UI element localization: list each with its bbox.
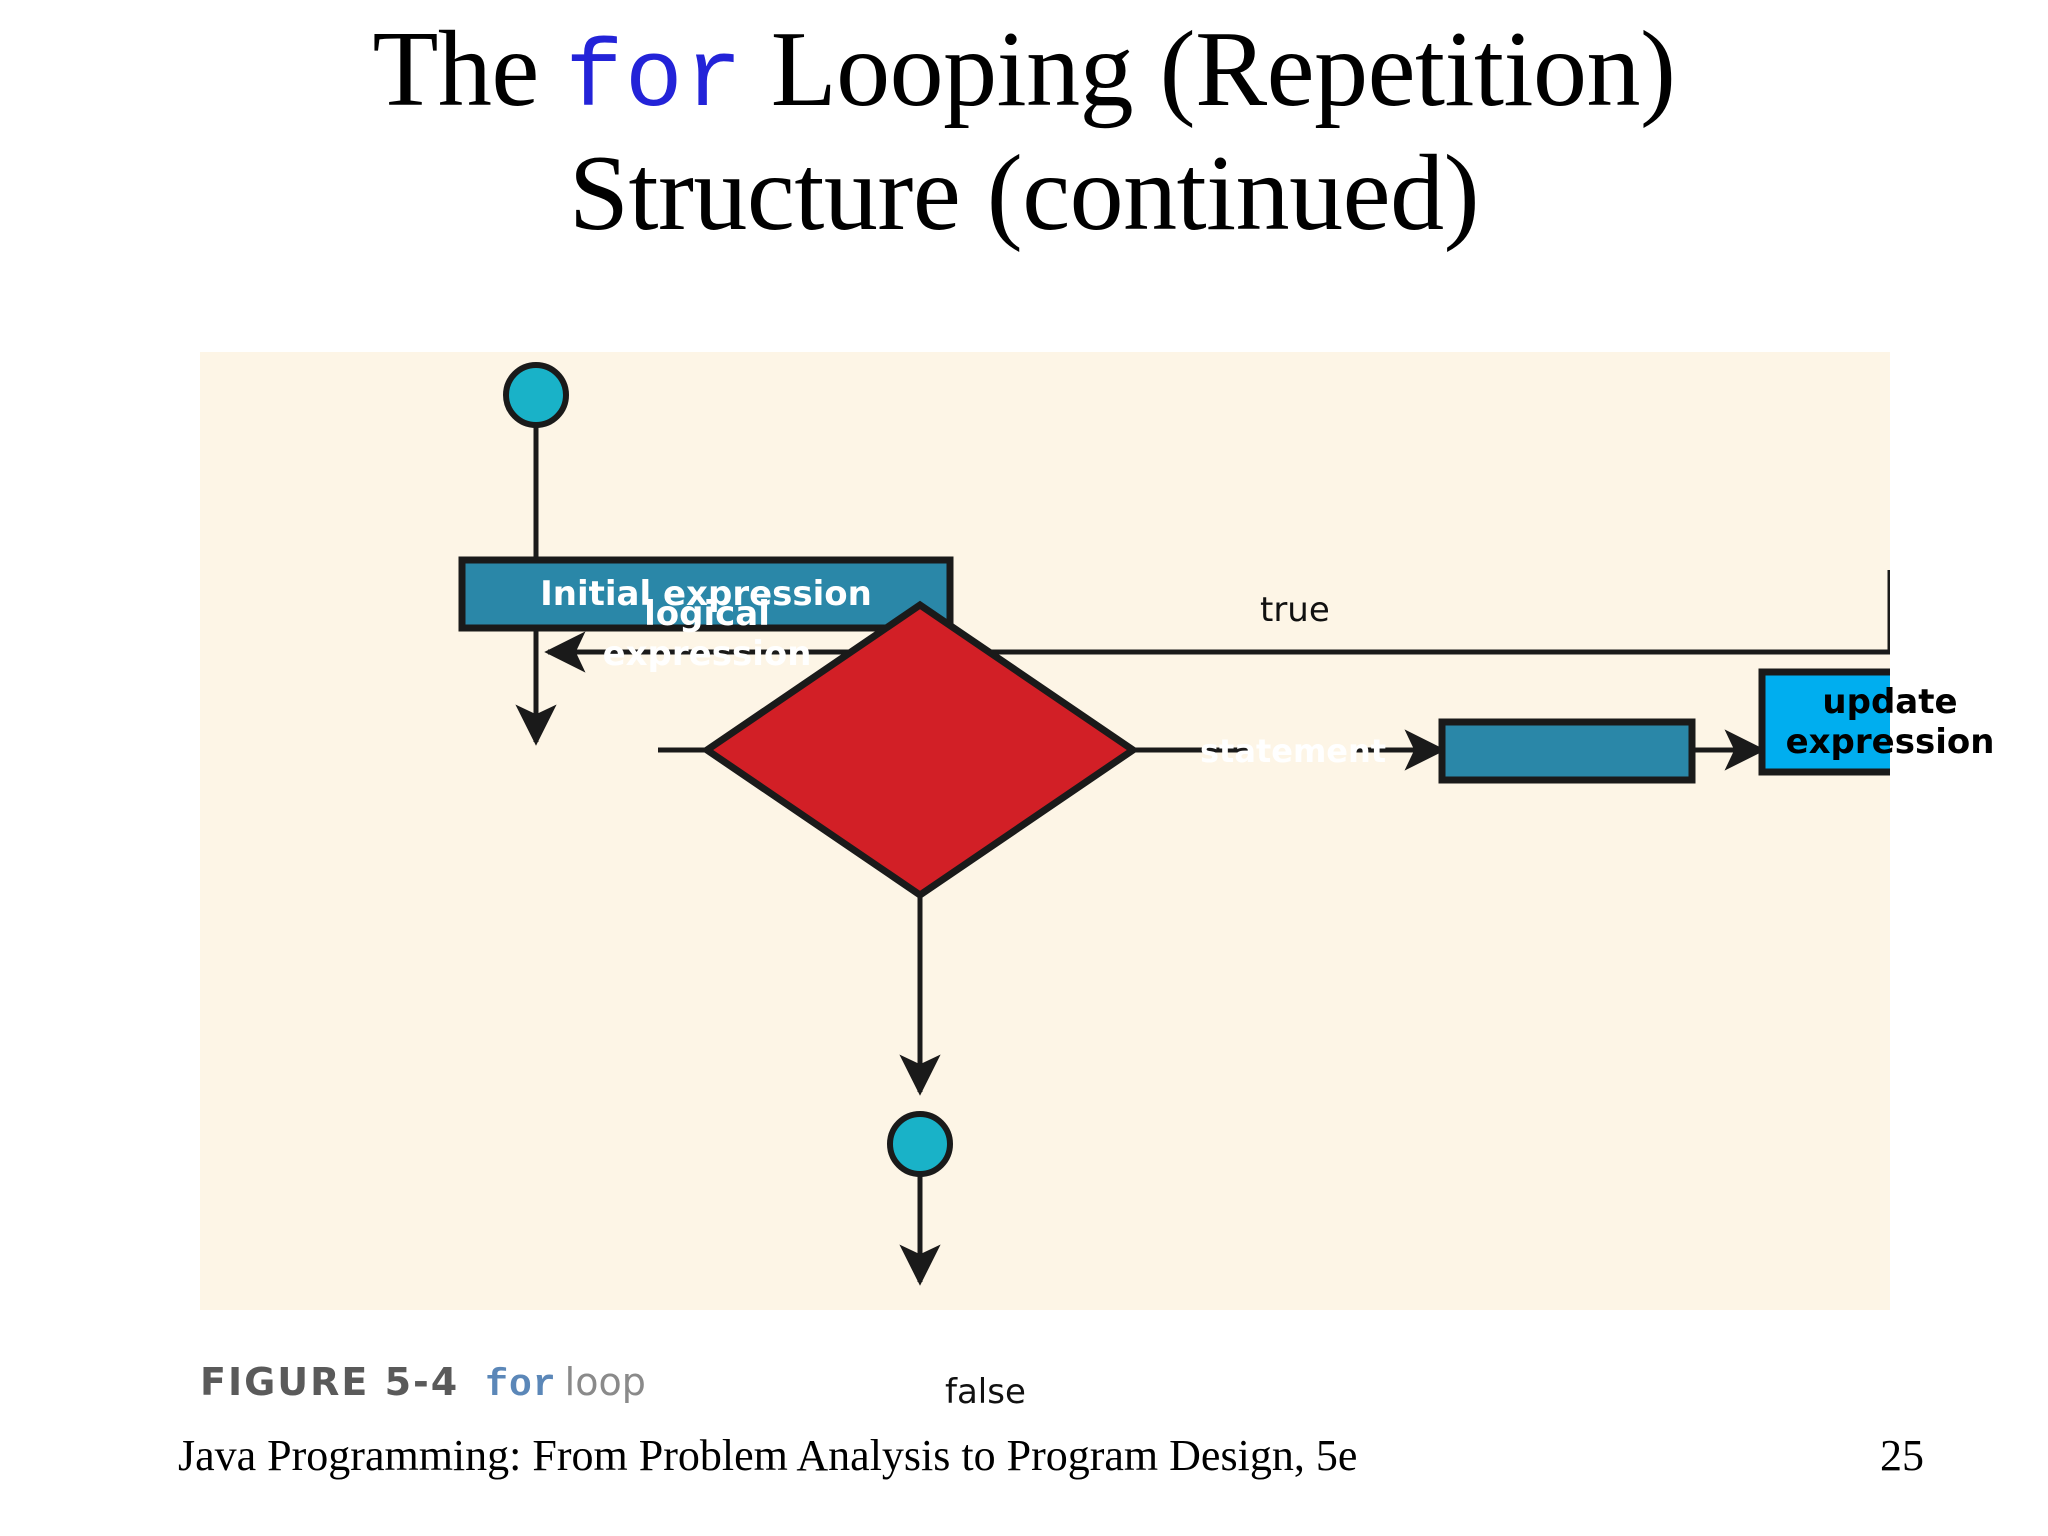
- edge-label-false: false: [945, 1372, 1026, 1412]
- edge-label-true: true: [1260, 590, 1330, 630]
- figure-panel: Initial expression logical expression st…: [200, 352, 1994, 1412]
- end-node-circle: [887, 1111, 953, 1177]
- title-text-after-keyword: Looping (Repetition): [744, 10, 1676, 129]
- figure-caption-text: loop: [564, 1360, 646, 1404]
- figure-caption-keyword: for: [485, 1364, 557, 1407]
- title-text-before-keyword: The: [372, 10, 566, 129]
- title-second-line: Structure (continued): [568, 133, 1480, 253]
- footer-book-title: Java Programming: From Problem Analysis …: [178, 1431, 1358, 1480]
- logical-expression-diamond: [700, 600, 1140, 900]
- start-node-circle: [503, 362, 569, 428]
- figure-number: FIGURE 5-4: [200, 1360, 460, 1404]
- slide-footer: Java Programming: From Problem Analysis …: [0, 1430, 2048, 1490]
- update-expression-box: [1758, 668, 1890, 776]
- edge-update-to-logical-feedback: [544, 570, 1890, 673]
- flowchart-diagram: [458, 362, 1890, 1286]
- title-keyword-for: for: [565, 25, 745, 134]
- page-title: The for Looping (Repetition) Structure (…: [110, 10, 1938, 254]
- footer-page-number: 25: [1880, 1431, 1924, 1480]
- initial-expression-box: [458, 556, 954, 632]
- statement-box: [1438, 718, 1696, 784]
